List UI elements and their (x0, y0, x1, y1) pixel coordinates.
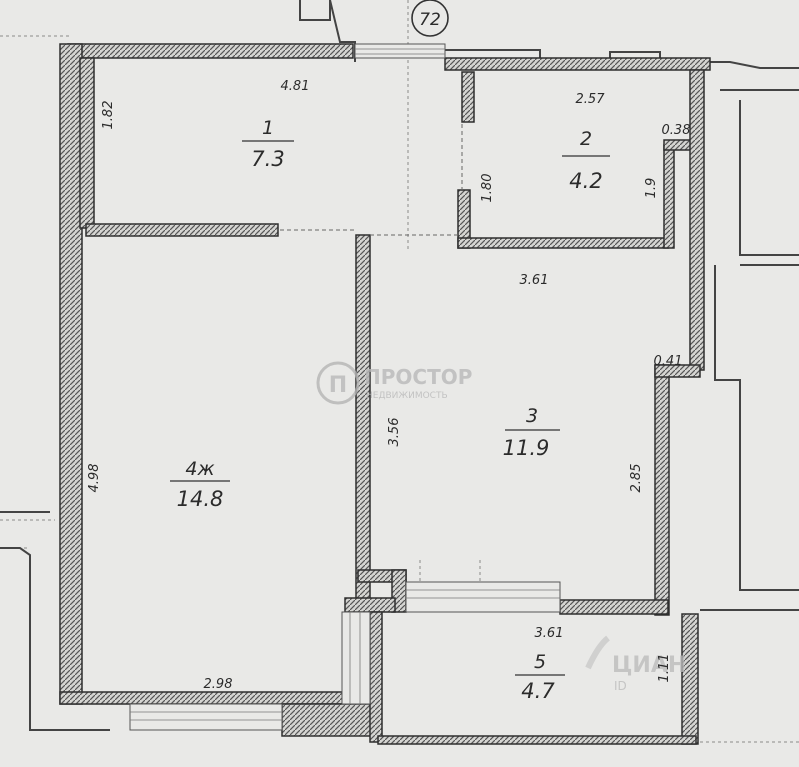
dim-room2-height: 1.9 (644, 178, 659, 199)
room-2-label: 2 4.2 (562, 128, 610, 193)
dimension-labels: 4.81 1.82 2.57 0.38 1.9 1.80 3.61 0.41 3… (87, 79, 690, 692)
dim-room3-right: 2.85 (629, 464, 644, 493)
room-area: 14.8 (177, 487, 224, 511)
dim-room2-width: 2.57 (576, 92, 606, 107)
watermark-prostor: П ПРОСТОР НЕДВИЖИМОСТЬ (316, 361, 472, 405)
watermark-brand-sub: НЕДВИЖИМОСТЬ (366, 391, 448, 401)
watermark-cian-id: ID (614, 679, 627, 693)
door-openings (280, 124, 463, 236)
window-openings (129, 43, 561, 731)
room-area: 7.3 (251, 147, 284, 171)
dim-room5-height: 1.11 (657, 654, 672, 683)
dim-room3-left: 3.56 (387, 418, 402, 447)
apartment-number: 72 (419, 10, 441, 30)
room-number: 5 (534, 651, 546, 673)
dim-room5-width: 3.61 (535, 626, 564, 641)
opening-hatch (130, 48, 560, 721)
room-area: 11.9 (503, 436, 550, 460)
room-4-label: 4ж 14.8 (170, 458, 230, 511)
watermark-brand: ПРОСТОР (364, 365, 472, 389)
apartment-number-marker: 72 (411, 0, 449, 37)
dim-opening-height: 1.80 (480, 174, 495, 203)
room-number: 3 (526, 405, 538, 427)
neighbour-walls (0, 0, 799, 731)
cian-logo-icon (585, 635, 610, 670)
dim-room2-small: 0.38 (662, 123, 691, 138)
apartment-walls (59, 43, 711, 745)
watermark-cian: ЦИАН ID (585, 635, 686, 693)
dim-room3-small: 0.41 (654, 354, 683, 369)
dim-room4-width: 2.98 (204, 677, 233, 692)
watermark-cian-text: ЦИАН (612, 653, 686, 678)
room-3-label: 3 11.9 (503, 405, 560, 460)
room-number: 4ж (185, 458, 214, 480)
dim-room4-height: 4.98 (87, 464, 102, 493)
dim-room3-width: 3.61 (520, 273, 549, 288)
room-number: 2 (580, 128, 592, 150)
room-5-label: 5 4.7 (515, 651, 565, 703)
room-1-label: 1 7.3 (242, 117, 294, 171)
watermark-logo-letter: П (329, 373, 347, 398)
room-labels: 1 7.3 2 4.2 3 11.9 4ж 14.8 5 4.7 (170, 117, 610, 703)
room-number: 1 (262, 117, 274, 139)
dim-room1-height: 1.82 (101, 101, 116, 130)
room-area: 4.2 (569, 169, 602, 193)
room-area: 4.7 (521, 679, 555, 703)
dim-room1-width: 4.81 (281, 79, 310, 94)
